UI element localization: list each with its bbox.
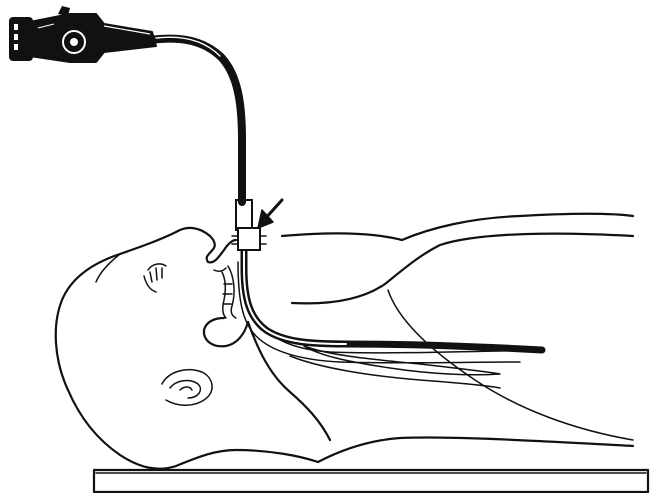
flexible-cable xyxy=(150,37,242,202)
pointer-arrow xyxy=(258,200,282,228)
patient-body xyxy=(248,214,633,462)
table xyxy=(94,470,648,492)
patient-head xyxy=(56,228,318,469)
endoscope-handpiece xyxy=(10,6,156,62)
insertion-tube xyxy=(244,236,542,350)
